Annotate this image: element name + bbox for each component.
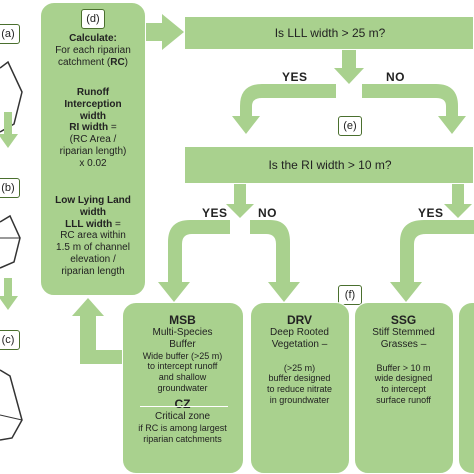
arrow-up-to-d — [72, 298, 104, 362]
ri-title: Runoff Interception width — [64, 87, 122, 122]
ssg-desc4: surface runoff — [376, 394, 431, 405]
left-panels — [0, 60, 23, 441]
lll-eq: = — [112, 218, 121, 230]
question-lll-text: Is LLL width > 25 m? — [274, 26, 386, 40]
msb-box: MSB Multi-Species Buffer Wide buffer (>2… — [122, 302, 244, 474]
arrow-q2-stem — [226, 184, 254, 218]
ssg-name2: Grasses – — [380, 338, 427, 350]
drv-desc4: in groundwater — [269, 394, 330, 405]
ssg-desc1: Buffer > 10 m — [376, 362, 431, 373]
lll-formula1: RC area within — [60, 230, 126, 242]
drv-code: DRV — [286, 313, 313, 327]
arrow-q1-yes — [232, 84, 336, 134]
lll-label: LLL width — [65, 218, 113, 230]
lll-formula3: elevation / — [70, 253, 116, 265]
down-arrow-b-c — [0, 278, 18, 310]
cz-code: CZ — [174, 397, 191, 412]
drv-name1: Deep Rooted — [270, 327, 329, 339]
ssg-name1: Stiff Stemmed — [372, 327, 435, 339]
arrow-q2-no — [250, 220, 300, 302]
arrow-right-branch — [390, 220, 474, 302]
drv-desc1: (>25 m) — [283, 362, 316, 373]
no-label-2: NO — [258, 206, 277, 220]
ri-formula2: riparian length) — [59, 145, 127, 157]
lll-formula2: 1.5 m of channel — [56, 242, 130, 254]
ri-formula1: (RC Area / — [69, 134, 117, 146]
ri-eq: = — [108, 122, 117, 134]
ri-formula3: x 0.02 — [79, 157, 107, 169]
drv-box: DRV Deep Rooted Vegetation – (>25 m) buf… — [250, 302, 350, 474]
tag-f: (f) — [338, 285, 362, 305]
drv-name2: Vegetation – — [271, 338, 328, 350]
tag-a: (a) — [0, 24, 20, 44]
msb-name2: Buffer — [169, 338, 196, 350]
tag-d: (d) — [81, 9, 105, 29]
tag-c: (c) — [0, 330, 20, 350]
drv-desc3: to reduce nitrate — [266, 383, 333, 394]
arrow-up-feed — [80, 350, 124, 364]
lll-title: Low Lying Land width — [55, 195, 131, 218]
calc-line2: catchment ( — [57, 56, 111, 68]
arrow-q1-stem — [334, 49, 364, 84]
msb-code: MSB — [169, 313, 196, 327]
question-ri-box: Is the RI width > 10 m? — [184, 146, 474, 184]
msb-divider — [140, 406, 228, 407]
msb-name1: Multi-Species — [152, 327, 213, 339]
no-label-1: NO — [386, 70, 405, 84]
cropped-box — [458, 302, 474, 474]
calc-line2-end: ) — [124, 56, 129, 68]
ri-label: RI width — [69, 122, 109, 134]
calc-rc: RC — [110, 56, 125, 68]
tag-b: (b) — [0, 178, 20, 198]
arrow-right-stem — [444, 184, 472, 218]
msb-desc2: to intercept runoff — [147, 361, 218, 372]
ssg-box: SSG Stiff Stemmed Grasses – Buffer > 10 … — [354, 302, 454, 474]
lll-formula4: riparian length — [61, 265, 125, 277]
msb-desc3: and shallow — [158, 371, 207, 382]
cz-name: Critical zone — [154, 411, 211, 423]
cz-desc2: riparian catchments — [143, 433, 222, 444]
arrow-q2-yes — [158, 220, 230, 302]
ssg-code: SSG — [390, 313, 417, 327]
yes-label-2: YES — [202, 206, 228, 220]
yes-label-1: YES — [282, 70, 308, 84]
cz-desc1: if RC is among largest — [138, 423, 227, 434]
tag-e: (e) — [338, 116, 362, 136]
calc-line1: For each riparian — [55, 44, 131, 56]
calculate-box: (d) Calculate: For each riparian catchme… — [40, 2, 146, 296]
msb-desc4: groundwater — [157, 382, 208, 393]
question-ri-text: Is the RI width > 10 m? — [268, 158, 392, 172]
ssg-desc3: to intercept — [381, 383, 426, 394]
question-lll-box: Is LLL width > 25 m? — [184, 16, 474, 50]
msb-desc1: Wide buffer (>25 m) — [142, 350, 223, 361]
ssg-desc2: wide designed — [374, 373, 433, 384]
down-arrow-a-b — [0, 112, 18, 148]
arrow-d-to-q1 — [146, 14, 184, 50]
yes-label-3: YES — [418, 206, 444, 220]
drv-desc2: buffer designed — [268, 373, 331, 384]
calc-title: Calculate: — [69, 33, 117, 44]
arrow-q1-no — [362, 84, 466, 134]
